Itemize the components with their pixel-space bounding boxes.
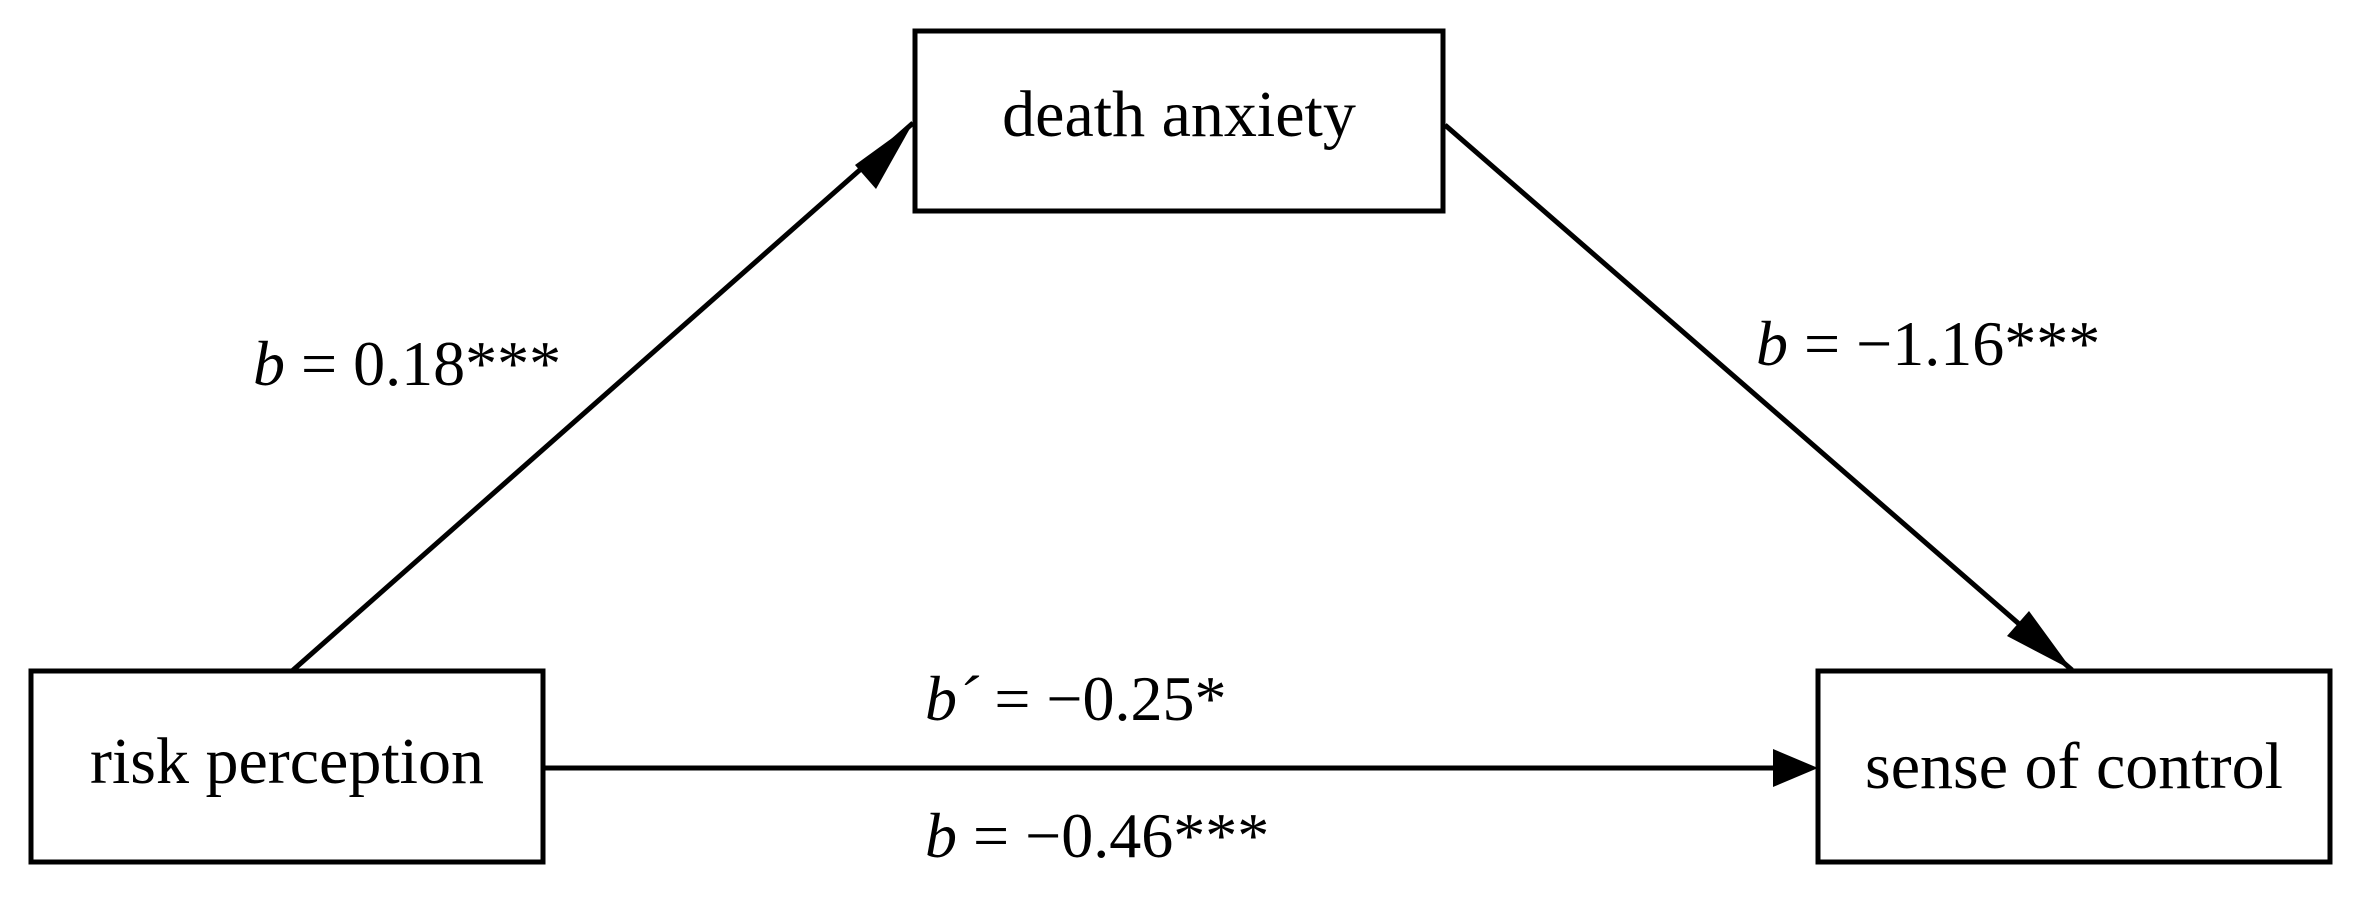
path-total-symbol: b <box>925 800 957 871</box>
path-a-label: b = 0.18*** <box>253 328 561 399</box>
path-direct-symbol: b´ <box>925 663 980 734</box>
arrow-anxiety-to-control <box>1443 123 2074 672</box>
node-death-anxiety-label: death anxiety <box>1002 78 1356 151</box>
path-a-symbol: b <box>253 328 285 399</box>
arrowhead-control-top <box>2007 611 2072 670</box>
node-death-anxiety: death anxiety <box>912 28 1446 214</box>
path-direct-value: = −0.25* <box>978 663 1226 734</box>
node-risk-perception-box <box>28 668 546 865</box>
node-sense-of-control-box <box>1815 668 2333 865</box>
path-total-value: = −0.46*** <box>957 800 1269 871</box>
arrowhead-anxiety <box>855 123 913 189</box>
path-direct-label: b´ = −0.25* <box>925 663 1227 734</box>
node-death-anxiety-box <box>912 28 1446 214</box>
path-b-label: b = −1.16*** <box>1756 308 2100 379</box>
node-sense-of-control-label: sense of control <box>1865 730 2283 803</box>
arrow-risk-to-anxiety <box>290 121 915 673</box>
node-risk-perception-label: risk perception <box>90 725 484 798</box>
path-b-symbol: b <box>1756 308 1788 379</box>
node-sense-of-control: sense of control <box>1815 668 2333 865</box>
path-a-value: = 0.18*** <box>285 328 561 399</box>
path-total-label: b = −0.46*** <box>925 800 1269 871</box>
arrowhead-control-left <box>1773 749 1818 787</box>
path-b-value: = −1.16*** <box>1788 308 2100 379</box>
node-risk-perception: risk perception <box>28 668 546 865</box>
